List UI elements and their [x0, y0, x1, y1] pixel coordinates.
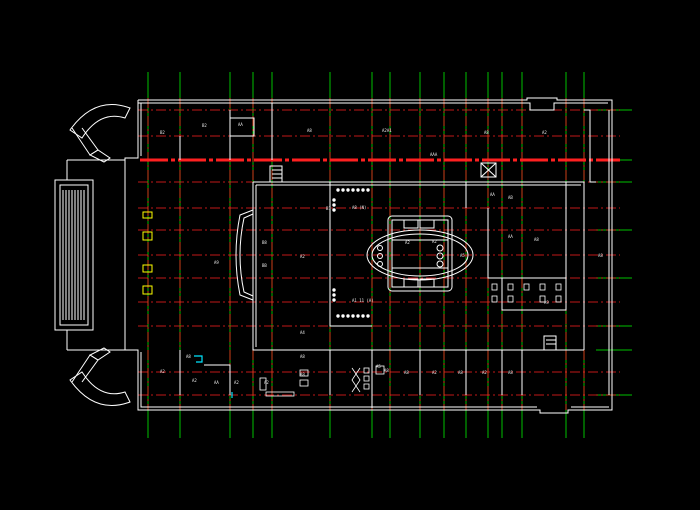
vertical-grid-lines: [147, 98, 585, 410]
room-label: AA: [490, 192, 495, 197]
room-label: A2: [482, 370, 487, 375]
room-label: A2: [264, 380, 269, 385]
room-label: A8: [484, 130, 489, 135]
room-label: A8 (N): [352, 205, 366, 210]
room-label: A4: [300, 330, 305, 335]
yellow-markers: [142, 211, 153, 295]
room-label: BB: [262, 263, 267, 268]
room-label: A8: [404, 370, 409, 375]
room-label: A9: [214, 260, 219, 265]
horizontal-grid-lines: [138, 109, 620, 396]
room-label: AA: [238, 122, 243, 127]
room-label: B2: [202, 123, 207, 128]
room-label: A8: [300, 354, 305, 359]
room-label: B2: [160, 130, 165, 135]
room-label: A2: [542, 130, 547, 135]
room-label: B1: [326, 206, 331, 211]
seating-rows: [332, 188, 370, 318]
room-label: A2: [192, 378, 197, 383]
fixture-glyphs: [259, 283, 562, 397]
room-label: A8: [598, 253, 603, 258]
room-label: A2: [234, 380, 239, 385]
room-label: A2: [160, 369, 165, 374]
room-label: A9: [544, 300, 549, 305]
room-label: A2A1: [382, 128, 392, 133]
room-label: B8: [262, 240, 267, 245]
room-label: A8: [384, 368, 389, 373]
interior-walls: [179, 103, 585, 408]
room-label: A8: [458, 370, 463, 375]
room-label: A5: [376, 364, 381, 369]
room-label: A1 11 (A): [352, 298, 374, 303]
room-label: AB: [508, 195, 513, 200]
room-label: A8: [186, 354, 191, 359]
exterior-walls: [124, 97, 613, 414]
room-label: A2: [300, 254, 305, 259]
room-label: A8: [534, 237, 539, 242]
room-label: A5: [460, 253, 465, 258]
conference-oval: [366, 215, 474, 292]
cyan-accents: [194, 355, 233, 398]
entrance-block: [54, 104, 131, 406]
room-label: A8: [307, 128, 312, 133]
room-label: A8: [300, 372, 305, 377]
room-label: AAA: [430, 152, 438, 157]
room-label: AA: [508, 234, 513, 239]
room-label: A2: [432, 370, 437, 375]
room-label: A8: [508, 370, 513, 375]
room-label: A2: [432, 239, 437, 244]
room-label: AA: [214, 380, 219, 385]
room-label: A2: [405, 240, 410, 245]
